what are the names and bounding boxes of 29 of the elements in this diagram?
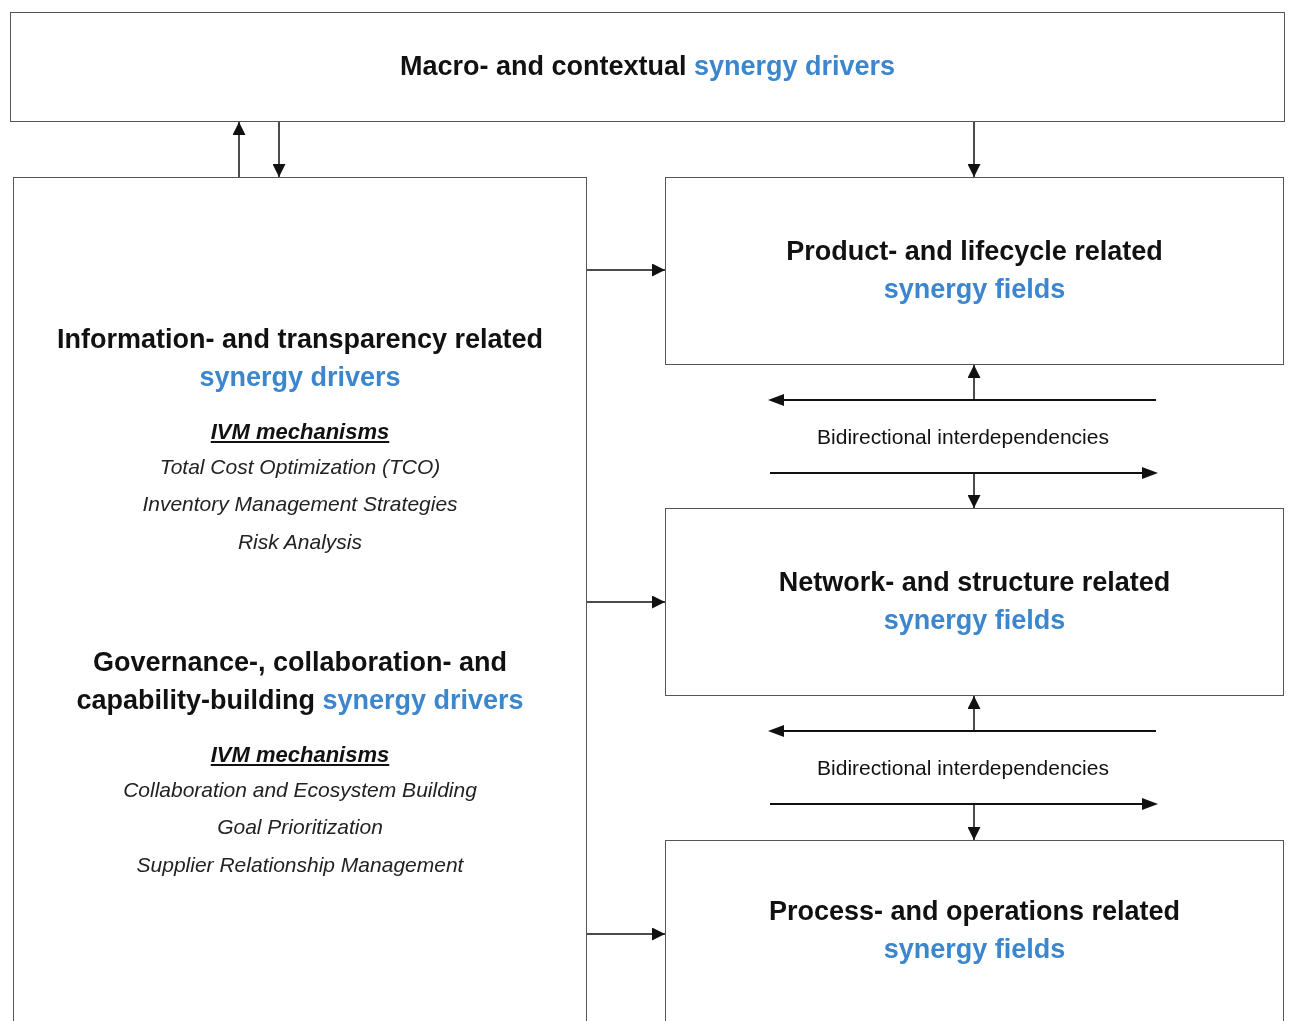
arrow: [586, 595, 666, 609]
group-title: Information- and transparency related synergy drivers: [55, 323, 545, 394]
box-title: Network- and structure related synergy fields: [777, 566, 1172, 637]
box: [13, 177, 587, 1021]
arrow: [586, 263, 666, 277]
arrow: [586, 927, 666, 941]
list-item: Inventory Management Strategies: [142, 491, 458, 518]
box: [665, 508, 1284, 696]
list-item: Total Cost Optimization (TCO): [159, 453, 441, 480]
box: [10, 12, 1285, 122]
group-title: Governance-, collaboration- and capability-building synergy drivers: [75, 646, 525, 717]
box-title: Process- and operations related synergy fields: [767, 895, 1182, 966]
arrow: [272, 121, 286, 178]
list-item: Goal Prioritization: [217, 814, 383, 841]
arrow: [967, 472, 981, 509]
arrow: [967, 364, 981, 401]
list-item: Collaboration and Ecosystem Building: [123, 776, 477, 803]
subheading: IVM mechanisms: [210, 417, 390, 446]
list-item: Supplier Relationship Management: [136, 852, 464, 879]
box-title: Product- and lifecycle related synergy fields: [785, 235, 1164, 306]
box: [665, 840, 1284, 1021]
box-title: Macro- and contextual synergy drivers: [399, 50, 896, 84]
arrow: [967, 121, 981, 178]
list-item: Risk Analysis: [237, 529, 363, 556]
box: [665, 177, 1284, 365]
arrow: [232, 121, 246, 178]
arrow: [967, 803, 981, 841]
arrow: [967, 695, 981, 732]
subheading: IVM mechanisms: [210, 740, 390, 769]
